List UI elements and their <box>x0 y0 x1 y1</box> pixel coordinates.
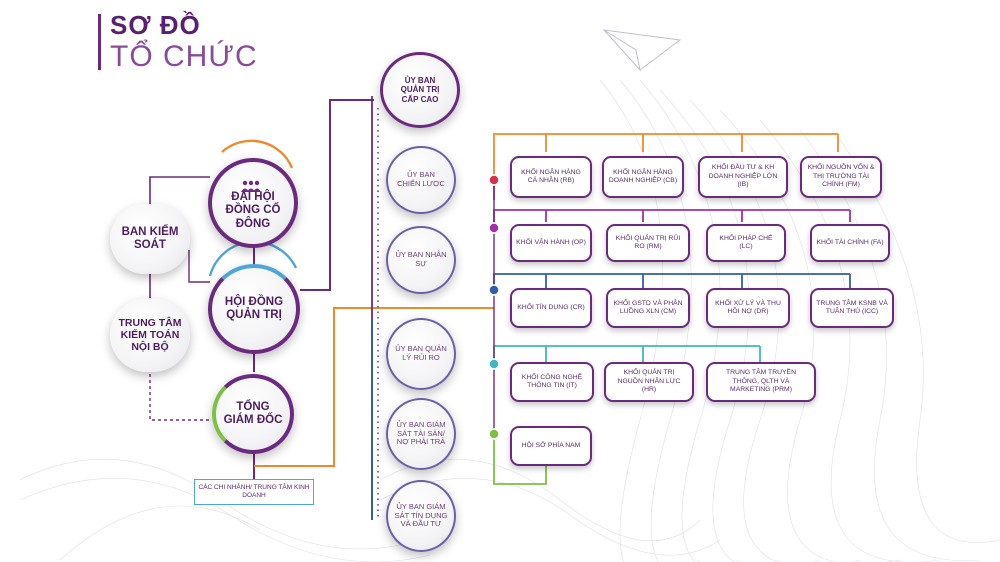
link-tgd-blocks <box>254 307 494 467</box>
node-hoi-dong-quan-tri[interactable]: HỘI ĐỒNG QUẢN TRỊ <box>208 264 300 354</box>
block-fa[interactable]: KHỐI TÀI CHÍNH (FA) <box>810 224 890 262</box>
block-hoi-so-phia-nam-label: HỘI SỞ PHÍA NAM <box>521 441 581 449</box>
block-op[interactable]: KHỐI VẬN HÀNH (OP) <box>510 224 592 262</box>
node-trung-tam-kiem-toan[interactable]: TRUNG TÂM KIỂM TOÁN NỘI BỘ <box>110 298 190 372</box>
link-hdqt-committees <box>300 99 374 291</box>
block-prm[interactable]: TRUNG TÂM TRUYỀN THÔNG, QLTH VÀ MARKETIN… <box>706 362 816 402</box>
block-it-label: KHỐI CÔNG NGHỆ THÔNG TIN (IT) <box>521 373 583 389</box>
committee-giam-sat-tai-san[interactable]: ỦY BAN GIÁM SÁT TÀI SẢN/ NỢ PHẢI TRẢ <box>386 398 456 470</box>
group-1-line <box>493 133 839 180</box>
block-fm[interactable]: KHỐI NGUỒN VỐN & THỊ TRƯỜNG TÀI CHÍNH (F… <box>800 156 882 198</box>
paper-plane-icon <box>602 29 682 72</box>
committee-giam-sat-tin-dung[interactable]: ỦY BAN GIÁM SÁT TÍN DỤNG VÀ ĐẦU TƯ <box>386 480 456 552</box>
block-fa-label: KHỐI TÀI CHÍNH (FA) <box>816 238 884 246</box>
block-hr[interactable]: KHỐI QUẢN TRỊ NGUỒN NHÂN LỰC (HR) <box>604 362 694 402</box>
link-kiemtoan-tgd <box>149 368 210 421</box>
group-5-line <box>493 434 547 485</box>
group-5-dot <box>488 428 500 440</box>
group-3-dot <box>488 284 500 296</box>
group-1-dot <box>488 174 500 186</box>
node-trung-tam-kiem-toan-label: TRUNG TÂM KIỂM TOÁN NỘI BỘ <box>118 316 182 354</box>
block-fm-label: KHỐI NGUỒN VỐN & THỊ TRƯỜNG TÀI CHÍNH (F… <box>807 164 875 189</box>
block-rb[interactable]: KHỐI NGÂN HÀNG CÁ NHÂN (RB) <box>510 156 592 198</box>
title-accent-bar <box>98 14 101 70</box>
block-op-label: KHỐI VẬN HÀNH (OP) <box>516 238 586 246</box>
node-dai-hoi-dong-co-dong-label: ĐẠI HỘI ĐỒNG CỔ ĐÔNG <box>225 191 281 230</box>
title-line-2: TỔ CHỨC <box>110 40 258 73</box>
block-cb-label: KHỐI NGÂN HÀNG DOANH NGHIỆP (CB) <box>608 168 678 184</box>
node-hoi-dong-quan-tri-label: HỘI ĐỒNG QUẢN TRỊ <box>224 295 284 321</box>
block-dr[interactable]: KHỐI XỬ LÝ VÀ THU HỒI NỢ (DR) <box>706 288 790 328</box>
block-ib[interactable]: KHỐI ĐẦU TƯ & KH DOANH NGHIỆP LỚN (IB) <box>698 156 788 198</box>
block-icc[interactable]: TRUNG TÂM KSNB VÀ TUÂN THỦ (ICC) <box>810 288 894 328</box>
block-rm[interactable]: KHỐI QUẢN TRỊ RỦI RO (RM) <box>606 224 690 262</box>
committee-giam-sat-tai-san-label: ỦY BAN GIÁM SÁT TÀI SẢN/ NỢ PHẢI TRẢ <box>396 420 446 447</box>
group-4-dot <box>488 358 500 370</box>
block-cr[interactable]: KHỐI TÍN DỤNG (CR) <box>510 288 592 328</box>
block-ib-label: KHỐI ĐẦU TƯ & KH DOANH NGHIỆP LỚN (IB) <box>708 164 778 189</box>
block-hoi-so-phia-nam[interactable]: HỘI SỞ PHÍA NAM <box>510 426 592 466</box>
link-kiemtoan-hdqt <box>188 250 210 283</box>
committee-nhan-su[interactable]: ỦY BAN NHÂN SỰ <box>386 226 456 294</box>
block-dr-label: KHỐI XỬ LÝ VÀ THU HỒI NỢ (DR) <box>715 299 781 315</box>
link-dhdcd-bks <box>149 176 210 206</box>
committee-nhan-su-label: ỦY BAN NHÂN SỰ <box>395 250 447 268</box>
committee-chien-luoc-label: ỦY BAN CHIẾN LƯỢC <box>397 170 445 188</box>
block-hr-label: KHỐI QUẢN TRỊ NGUỒN NHÂN LỰC (HR) <box>617 369 681 394</box>
block-cr-label: KHỐI TÍN DỤNG (CR) <box>517 303 585 311</box>
committee-quan-ly-rui-ro-label: ỦY BAN QUẢN LÝ RỦI RO <box>395 344 447 362</box>
node-chi-nhanh[interactable]: CÁC CHI NHÁNH/ TRUNG TÂM KINH DOANH <box>194 479 314 505</box>
block-cb[interactable]: KHỐI NGÂN HÀNG DOANH NGHIỆP (CB) <box>602 156 684 198</box>
dhdcd-arc <box>221 139 294 169</box>
title-line-1: SƠ ĐỒ <box>110 10 201 40</box>
node-ban-kiem-soat-label: BAN KIỂM SOÁT <box>121 225 179 251</box>
block-lc-label: KHỐI PHÁP CHẾ (LC) <box>719 234 773 250</box>
block-lc[interactable]: KHỐI PHÁP CHẾ (LC) <box>706 224 786 262</box>
block-cm[interactable]: KHỐI GSTD VÀ PHÂN LUỒNG XLN (CM) <box>606 288 690 328</box>
node-ban-kiem-soat[interactable]: BAN KIỂM SOÁT <box>110 204 190 274</box>
block-cm-label: KHỐI GSTD VÀ PHÂN LUỒNG XLN (CM) <box>613 299 683 315</box>
shareholders-icon <box>241 180 261 192</box>
group-2-dot <box>488 222 500 234</box>
node-tong-giam-doc[interactable]: TỔNG GIÁM ĐỐC <box>212 374 294 454</box>
committee-giam-sat-tin-dung-label: ỦY BAN GIÁM SÁT TÍN DỤNG VÀ ĐẦU TƯ <box>394 502 448 529</box>
node-dai-hoi-dong-co-dong[interactable]: ĐẠI HỘI ĐỒNG CỔ ĐÔNG <box>208 158 298 248</box>
block-it[interactable]: KHỐI CÔNG NGHỆ THÔNG TIN (IT) <box>510 362 594 402</box>
committee-chien-luoc[interactable]: ỦY BAN CHIẾN LƯỢC <box>386 146 456 214</box>
committee-quan-tri-cap-cao-label: ỦY BAN QUẢN TRỊ CẤP CAO <box>400 76 440 104</box>
block-prm-label: TRUNG TÂM TRUYỀN THÔNG, QLTH VÀ MARKETIN… <box>726 369 796 394</box>
block-icc-label: TRUNG TÂM KSNB VÀ TUÂN THỦ (ICC) <box>816 299 888 315</box>
committee-quan-ly-rui-ro[interactable]: ỦY BAN QUẢN LÝ RỦI RO <box>386 318 456 390</box>
node-tong-giam-doc-label: TỔNG GIÁM ĐỐC <box>223 400 283 426</box>
node-chi-nhanh-label: CÁC CHI NHÁNH/ TRUNG TÂM KINH DOANH <box>198 484 310 499</box>
committee-quan-tri-cap-cao[interactable]: ỦY BAN QUẢN TRỊ CẤP CAO <box>380 52 460 128</box>
block-rm-label: KHỐI QUẢN TRỊ RỦI RO (RM) <box>615 234 681 250</box>
block-rb-label: KHỐI NGÂN HÀNG CÁ NHÂN (RB) <box>521 168 581 184</box>
